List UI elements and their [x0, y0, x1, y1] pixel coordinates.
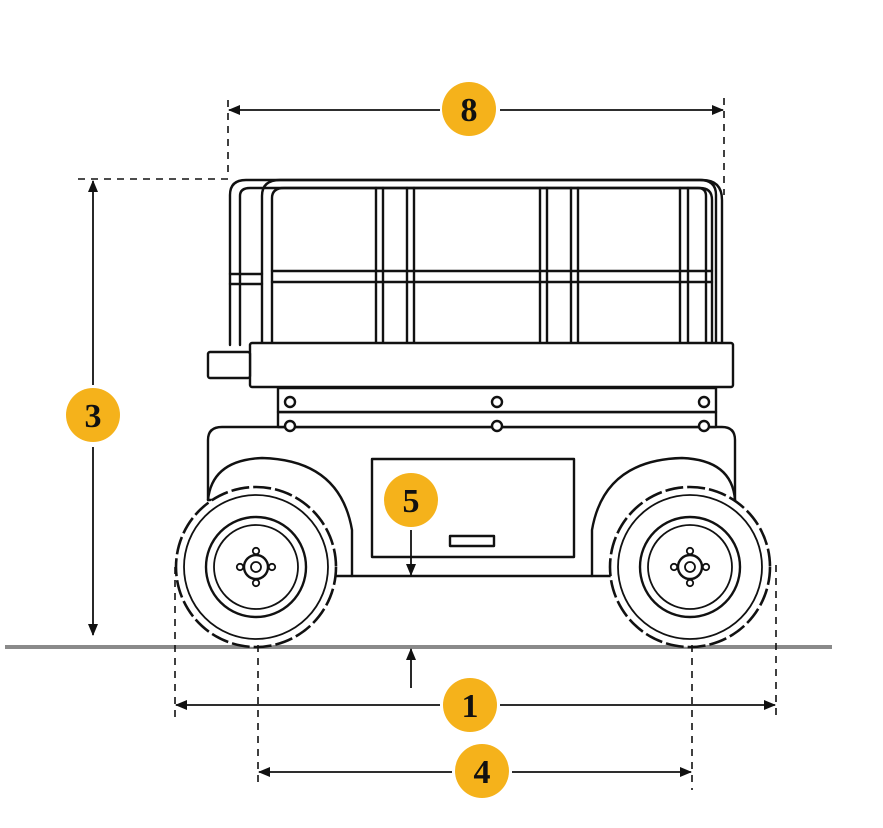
scissor-pin [697, 419, 711, 433]
front-wheel [608, 485, 772, 649]
guard-rail-front-inner [270, 186, 714, 347]
dimension-overall-height: 3 [66, 178, 230, 636]
scissor-pin [490, 395, 504, 409]
dimension-platform-length: 8 [227, 82, 725, 195]
badge-4-text: 4 [474, 754, 491, 791]
scissor-pin [697, 395, 711, 409]
badge-5-text: 5 [403, 483, 420, 520]
platform-deck [248, 341, 735, 389]
guard-rail-rear-inner [238, 186, 708, 347]
dimension-ground-clearance: 5 [384, 473, 438, 688]
guard-rail-front [260, 178, 724, 347]
scissor-pin [283, 419, 297, 433]
dimension-wheelbase: 4 [257, 645, 693, 798]
rear-fender [206, 456, 354, 578]
badge-5 [384, 473, 438, 527]
scissor-pin [490, 419, 504, 433]
badge-3 [66, 388, 120, 442]
panel-handle [448, 534, 496, 548]
badge-8 [442, 82, 496, 136]
platform-extension-tab [206, 350, 252, 380]
front-fender [590, 456, 737, 578]
guard-rail-rear [228, 178, 718, 347]
scissor-lift-machine [174, 178, 772, 649]
badge-8-text: 8 [461, 92, 478, 129]
dimension-overall-length: 1 [174, 565, 777, 732]
badge-3-text: 3 [85, 398, 102, 435]
badge-1 [443, 678, 497, 732]
scissor-pin [283, 395, 297, 409]
badge-4 [455, 744, 509, 798]
badge-1-text: 1 [462, 688, 479, 725]
rear-wheel [174, 485, 338, 649]
